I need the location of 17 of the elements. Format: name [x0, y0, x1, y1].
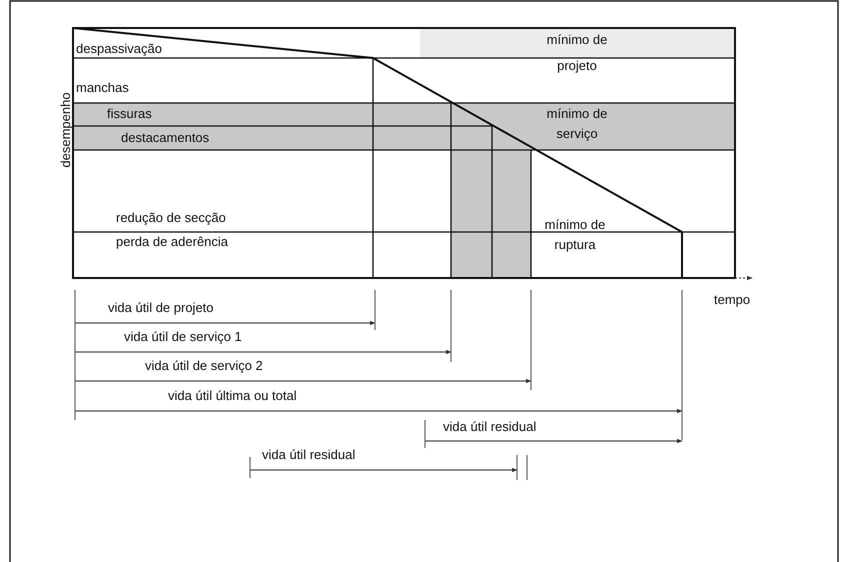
dimension-label: vida útil de projeto: [108, 300, 214, 316]
axis-title: desempenho: [58, 92, 74, 168]
band-label: manchas: [76, 80, 129, 96]
limit-label: mínimo de ruptura: [544, 216, 606, 254]
axis-title: tempo: [714, 292, 750, 308]
band-label: fissuras: [107, 106, 152, 122]
band-label: redução de secção: [116, 210, 226, 226]
dimension-label: vida útil residual: [443, 419, 536, 435]
dimension-label: vida útil de serviço 1: [124, 329, 242, 345]
dimension-label: vida útil de serviço 2: [145, 358, 263, 374]
limit-label: mínimo de projeto: [546, 31, 608, 75]
limit-label: mínimo de serviço: [546, 105, 608, 143]
band-label: despassivação: [76, 42, 162, 56]
band-label: perda de aderência: [116, 234, 228, 250]
dimension-label: vida útil última ou total: [168, 388, 297, 404]
dimension-label: vida útil residual: [262, 447, 356, 463]
band-label: destacamentos: [121, 130, 210, 146]
